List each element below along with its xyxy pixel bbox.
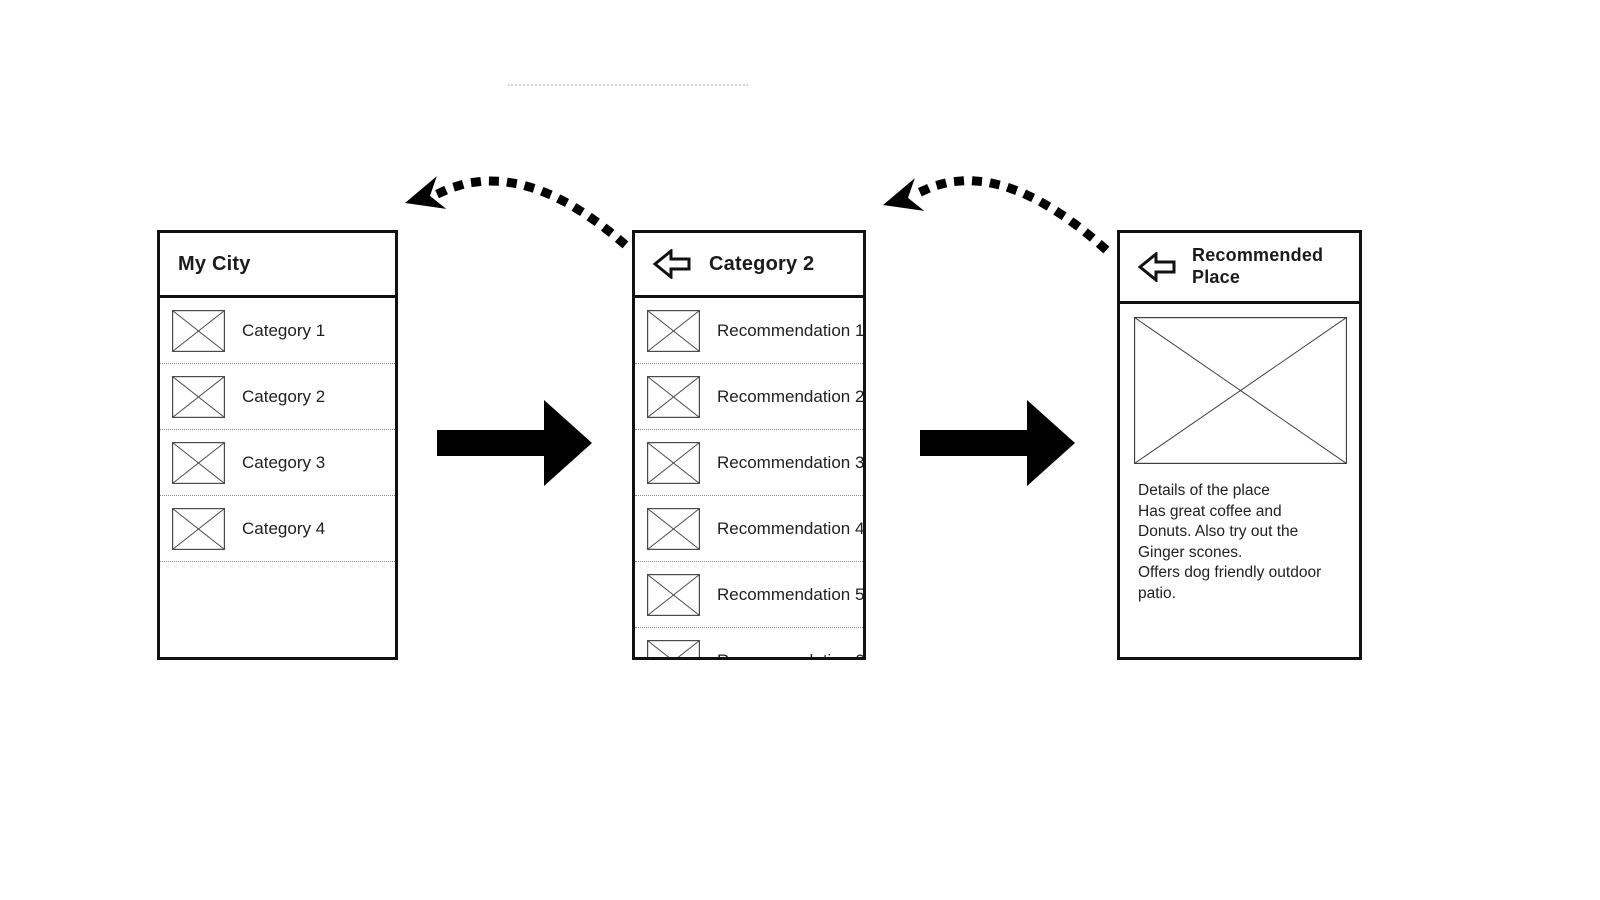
list-item-category-2[interactable]: Category 2 <box>160 364 395 430</box>
list-item-recommendation-2[interactable]: Recommendation 2 <box>635 364 863 430</box>
list-item-label: Recommendation 3 <box>717 452 865 472</box>
list-item-recommendation-3[interactable]: Recommendation 3 <box>635 430 863 496</box>
dashed-back-arrow <box>395 155 635 255</box>
list-item-label: Recommendation 5 <box>717 584 865 604</box>
image-placeholder-icon <box>172 441 225 484</box>
list-item-category-3[interactable]: Category 3 <box>160 430 395 496</box>
list-item-category-4[interactable]: Category 4 <box>160 496 395 562</box>
dashed-back-arrow <box>865 155 1115 255</box>
screen-header: Category 2 <box>635 233 863 298</box>
list-item-label: Category 4 <box>242 518 326 538</box>
image-placeholder-icon <box>647 639 700 657</box>
screen-category-2: Category 2 Recommendation 1 Recommendati… <box>632 230 866 660</box>
image-placeholder-icon <box>172 309 225 352</box>
list-item-recommendation-4[interactable]: Recommendation 4 <box>635 496 863 562</box>
screen-header: Recommended Place <box>1120 233 1359 304</box>
list-item-label: Recommendation 6 <box>717 650 865 660</box>
image-placeholder-icon <box>647 441 700 484</box>
forward-arrow <box>920 400 1075 486</box>
back-arrow-icon[interactable] <box>653 249 693 279</box>
image-placeholder-icon <box>647 309 700 352</box>
image-placeholder-icon <box>172 375 225 418</box>
screen-recommended-place: Recommended Place Details of the place H… <box>1117 230 1362 660</box>
back-arrow-icon[interactable] <box>1138 252 1178 282</box>
list-item-label: Category 3 <box>242 452 326 472</box>
image-placeholder-icon <box>1134 317 1347 464</box>
list-item-label: Category 2 <box>242 386 326 406</box>
faint-dotted-rule <box>508 84 748 86</box>
screen-header: My City <box>160 233 395 298</box>
image-placeholder-icon <box>647 507 700 550</box>
list-item-label: Recommendation 1 <box>717 320 865 340</box>
list-item-recommendation-5[interactable]: Recommendation 5 <box>635 562 863 628</box>
place-details-text: Details of the place Has great coffee an… <box>1138 482 1322 602</box>
list-item-label: Category 1 <box>242 320 326 340</box>
screen-title: Recommended Place <box>1192 245 1324 287</box>
list-item-recommendation-6[interactable]: Recommendation 6 <box>635 628 865 660</box>
image-placeholder-icon <box>172 507 225 550</box>
image-placeholder-icon <box>647 573 700 616</box>
list-item-label: Recommendation 4 <box>717 518 865 538</box>
list-item-category-1[interactable]: Category 1 <box>160 298 395 364</box>
list-item-label: Recommendation 2 <box>717 386 865 406</box>
screen-title: My City <box>178 252 251 275</box>
image-placeholder-icon <box>647 375 700 418</box>
list-item-recommendation-1[interactable]: Recommendation 1 <box>635 298 863 364</box>
forward-arrow <box>437 400 592 486</box>
screen-my-city: My City Category 1 Category 2 Category 3… <box>157 230 398 660</box>
screen-title: Category 2 <box>709 252 815 275</box>
